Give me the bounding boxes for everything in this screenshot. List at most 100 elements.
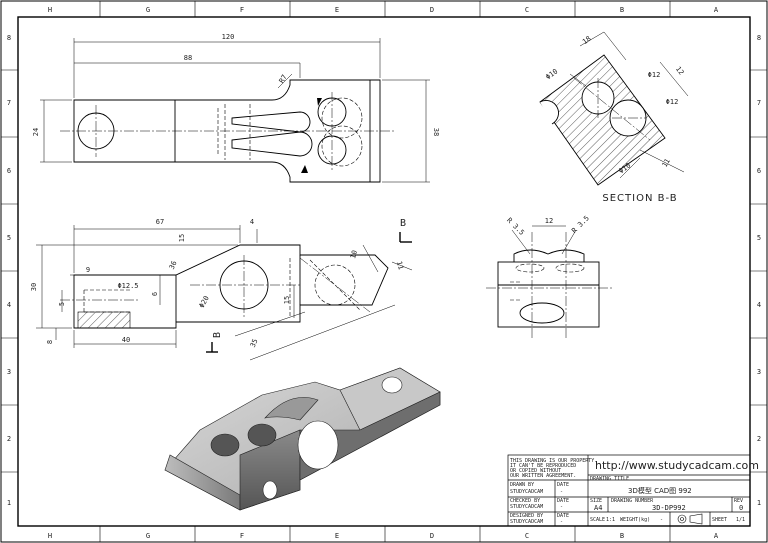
zone-col-top-3: F (240, 6, 244, 14)
dim-120: 120 (222, 33, 235, 41)
weight-label: WEIGHT(kg) (620, 517, 650, 523)
zone-col-bottom-2: G (146, 532, 150, 540)
dim-15-top: 15 (178, 234, 186, 242)
front-view (36, 225, 413, 361)
dim-11-section: 11 (661, 157, 672, 168)
zone-row-left-8: 1 (7, 499, 11, 507)
zone-row-left-5: 4 (7, 301, 11, 309)
side-view (486, 225, 612, 340)
dim-36-angle: 36 (168, 260, 179, 271)
dim-67: 67 (156, 218, 164, 226)
zone-col-top-6: C (525, 6, 529, 14)
dim-phi12-5: Φ12.5 (117, 282, 138, 290)
zone-row-left-1: 8 (7, 34, 11, 42)
dim-12-section: 12 (674, 65, 685, 77)
zone-col-top-7: B (620, 6, 624, 14)
drawn-by-label: DRAWN BY (510, 482, 534, 488)
dim-phi12-top: Φ12 (648, 71, 661, 79)
zone-col-bottom-4: E (335, 532, 339, 540)
zone-col-bottom-6: C (525, 532, 529, 540)
dim-4: 4 (250, 218, 254, 226)
dim-5: 5 (58, 302, 66, 306)
zone-col-top-5: D (430, 6, 434, 14)
drawing-title-label: DRAWING TITLE (590, 476, 629, 482)
zone-row-left-7: 2 (7, 435, 11, 443)
drawing-title-value: 3D模型 CAD图 992 (628, 486, 692, 495)
dim-10: 10 (349, 249, 359, 259)
section-view (539, 31, 689, 186)
sheet-label: SHEET (712, 517, 727, 523)
dim-24: 24 (32, 128, 40, 136)
dim-88: 88 (184, 54, 192, 62)
designed-date-label: DATE (557, 513, 569, 519)
rev-label: REV (734, 498, 743, 504)
drawing-number-value: 3D-DP992 (652, 504, 686, 512)
zone-row-right-7: 2 (757, 435, 761, 443)
projection-symbol-icon (677, 513, 703, 525)
website-url: http://www.studycadcam.com (595, 459, 759, 472)
zone-col-top-4: E (335, 6, 339, 14)
zone-row-right-8: 1 (757, 499, 761, 507)
zone-col-bottom-8: A (714, 532, 719, 540)
zone-col-bottom-5: D (430, 532, 434, 540)
zone-row-right-1: 8 (757, 34, 761, 42)
copyright-line-3: OR COPIED WITHOUT (510, 468, 561, 474)
top-view (40, 38, 430, 183)
dim-r7: R7 (278, 73, 289, 84)
dim-12-side: 12 (545, 217, 553, 225)
dim-15-mid: 15 (283, 296, 291, 304)
zone-row-left-6: 3 (7, 368, 11, 376)
copyright-line-1: THIS DRAWING IS OUR PROPERTY. (510, 458, 597, 464)
drawn-date-label: DATE (557, 482, 569, 488)
title-block (507, 454, 751, 527)
checked-date-value: - (560, 504, 563, 510)
rev-value: 0 (739, 504, 743, 512)
zone-row-right-6: 3 (757, 368, 761, 376)
zone-row-right-4: 5 (757, 234, 761, 242)
dim-6: 6 (151, 292, 159, 296)
drawing-number-label: DRAWING NUMBER (611, 498, 654, 504)
dim-30: 30 (30, 283, 38, 291)
zone-col-top-8: A (714, 6, 719, 14)
dim-9: 9 (86, 266, 90, 274)
section-marker-b-top: B (400, 218, 406, 229)
scale-value: 1:1 (606, 517, 615, 523)
zone-col-bottom-1: H (48, 532, 52, 540)
zone-col-bottom-7: B (620, 532, 624, 540)
designed-by-label: DESIGNED BY (510, 513, 543, 519)
copyright-line-4: OUR WRITTEN AGREEMENT. (510, 473, 576, 479)
checked-by-label: CHECKED BY (510, 498, 540, 504)
scale-label: SCALE (590, 517, 605, 523)
zone-row-left-4: 5 (7, 234, 11, 242)
dim-38: 38 (432, 128, 440, 136)
dim-35-angle: 35 (249, 338, 260, 349)
copyright-line-2: IT CAN'T BE REPRODUCED (510, 463, 576, 469)
dim-40: 40 (122, 336, 130, 344)
zone-row-left-3: 6 (7, 167, 11, 175)
isometric-view (164, 367, 441, 511)
section-title: SECTION B-B (602, 193, 677, 204)
dim-11: 11 (395, 260, 405, 270)
designed-by-value: STUDYCADCAM (510, 519, 543, 525)
zone-row-right-5: 4 (757, 301, 761, 309)
zone-row-left-2: 7 (7, 99, 11, 107)
size-label: SIZE (590, 498, 602, 504)
checked-date-label: DATE (557, 498, 569, 504)
drawn-date-value: - (560, 489, 563, 495)
dim-8: 8 (46, 340, 54, 344)
section-marker-b-bottom: B (212, 332, 223, 338)
dim-phi12-right: Φ12 (666, 98, 679, 106)
dim-18: 18 (581, 35, 593, 46)
zone-col-top-2: G (146, 6, 150, 14)
weight-value: - (660, 517, 663, 523)
designed-date-value: - (560, 519, 563, 525)
zone-col-bottom-3: F (240, 532, 244, 540)
size-value: A4 (594, 504, 602, 512)
drawn-by-value: STUDYCADCAM (510, 489, 543, 495)
zone-col-top-1: H (48, 6, 52, 14)
zone-row-right-2: 7 (757, 99, 761, 107)
zone-row-right-3: 6 (757, 167, 761, 175)
checked-by-value: STUDYCADCAM (510, 504, 543, 510)
